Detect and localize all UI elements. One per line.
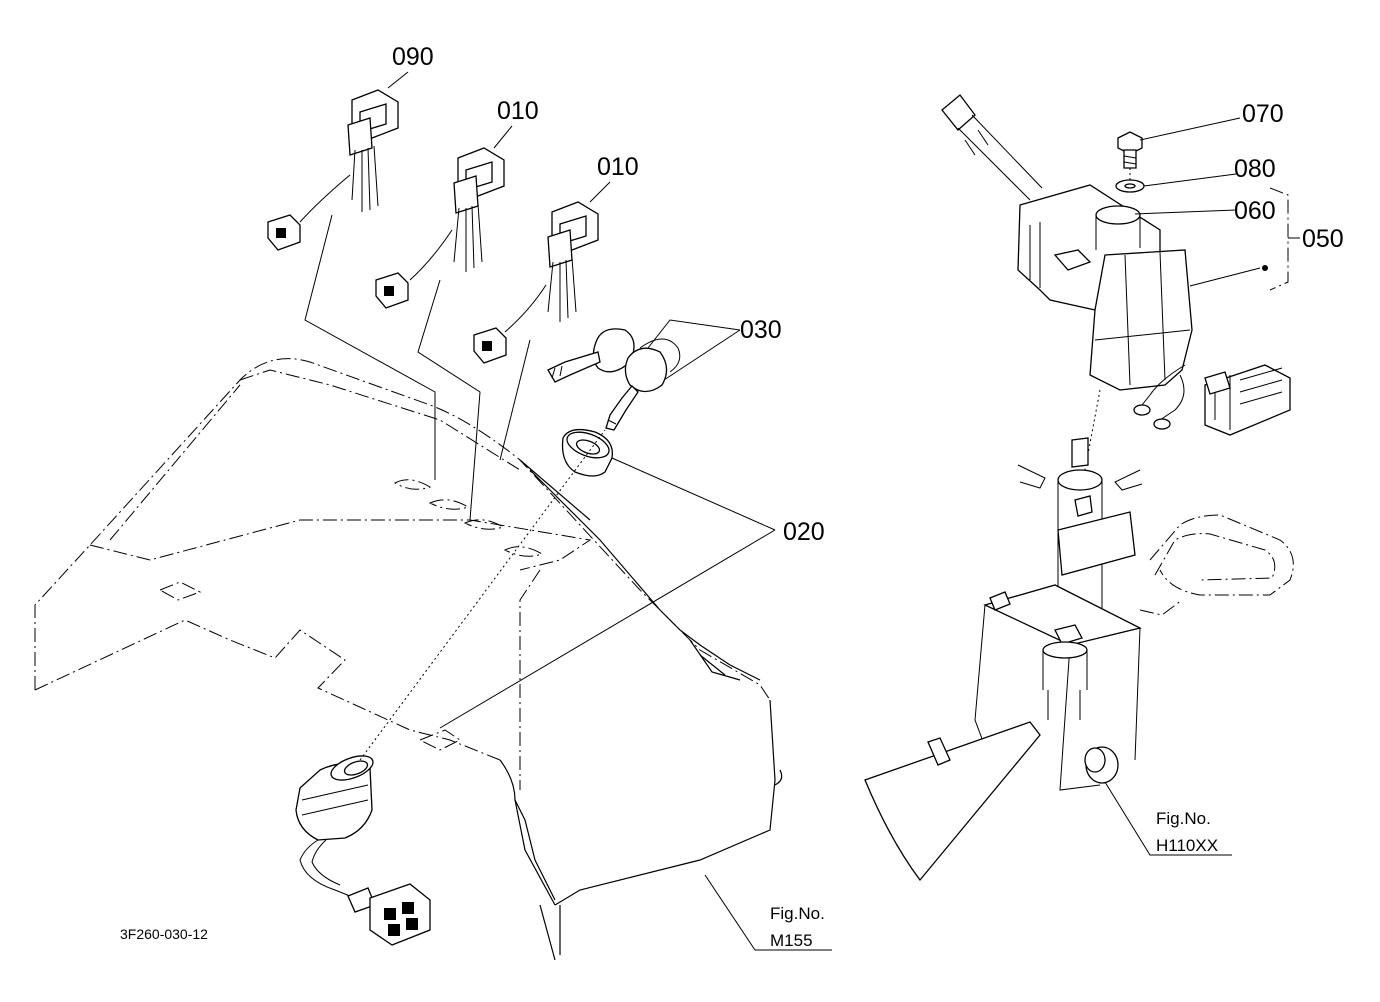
switch-010-b xyxy=(473,181,611,364)
fig-ref-m155-line2: M155 xyxy=(770,931,813,950)
bezel-020 xyxy=(439,428,776,729)
callout-030: 030 xyxy=(740,316,782,344)
drawing-code: 3F260-030-12 xyxy=(120,926,208,942)
group-bracket-050 xyxy=(1269,187,1289,291)
keys-030 xyxy=(547,319,741,431)
callout-050: 050 xyxy=(1302,225,1344,253)
callout-010-b: 010 xyxy=(597,153,639,181)
switch-090 xyxy=(267,71,409,251)
fig-ref-h110xx: Fig.No. H110XX xyxy=(1156,809,1218,855)
dashboard-panel xyxy=(34,358,783,961)
callout-labels: 090 010 010 030 020 070 080 060 050 xyxy=(392,43,1344,546)
collar-060 xyxy=(1134,209,1237,215)
callout-070: 070 xyxy=(1242,100,1284,128)
fig-ref-m155: Fig.No. M155 xyxy=(704,874,832,951)
fig-ref-m155-line1: Fig.No. xyxy=(770,904,825,923)
callout-080: 080 xyxy=(1234,155,1276,183)
fig-ref-h110xx-line2: H110XX xyxy=(1156,836,1218,855)
ignition-switch xyxy=(295,429,606,946)
callout-020: 020 xyxy=(783,518,825,546)
screw-070 xyxy=(1117,117,1241,169)
fig-ref-h110xx-line1: Fig.No. xyxy=(1156,809,1211,828)
steering-post xyxy=(864,389,1294,882)
callout-090: 090 xyxy=(392,43,434,71)
callout-010-a: 010 xyxy=(497,97,539,125)
switch-leader-lines xyxy=(304,214,531,521)
combination-switch-050 xyxy=(941,94,1291,436)
washer-080 xyxy=(1115,168,1237,193)
switch-010-a xyxy=(375,125,513,309)
callout-060: 060 xyxy=(1234,197,1276,225)
